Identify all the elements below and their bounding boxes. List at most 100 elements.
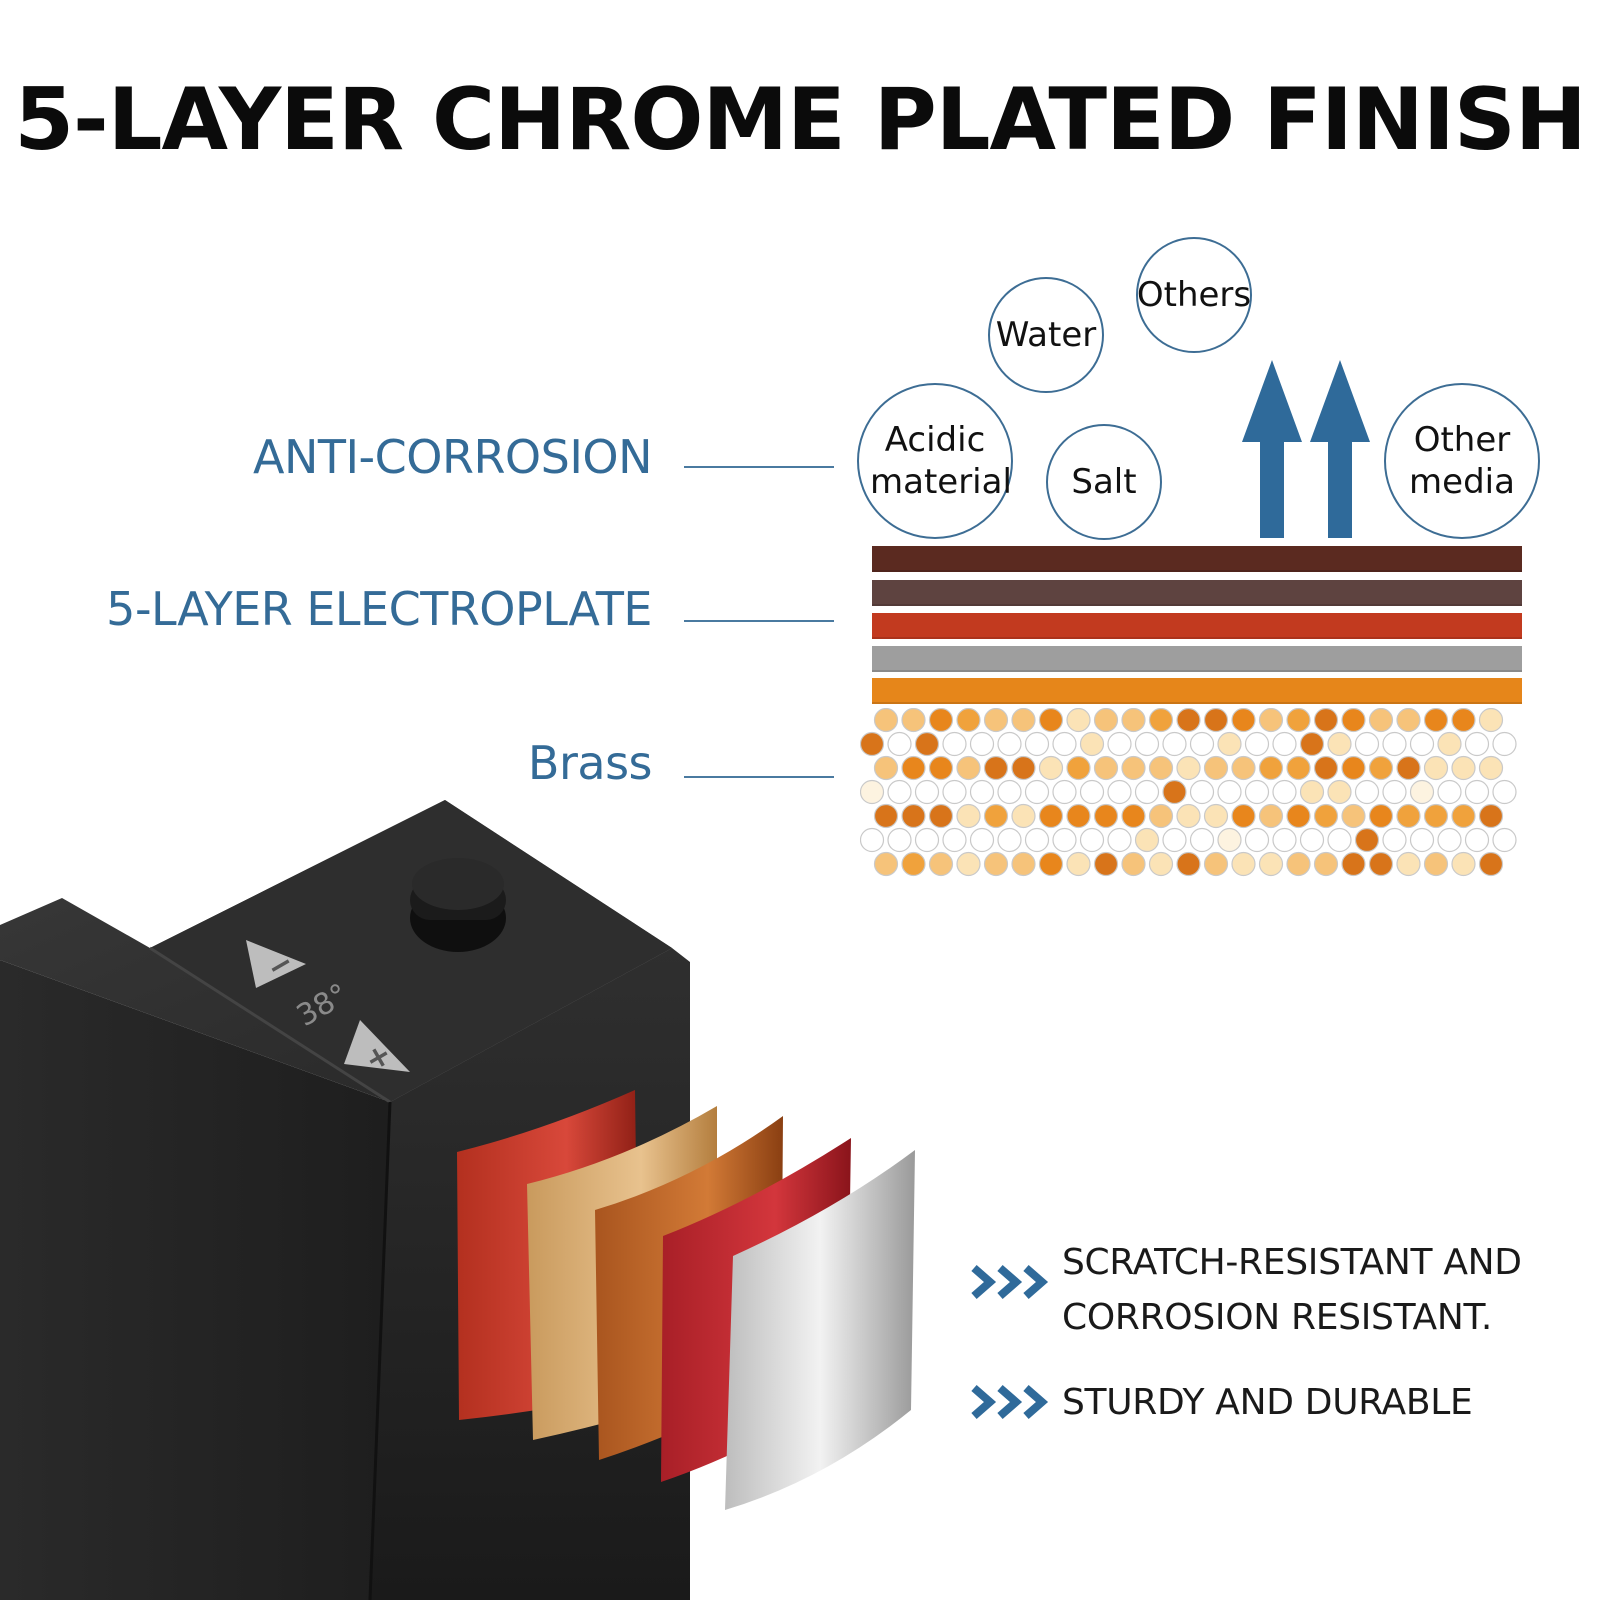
- brass-grain: [1203, 803, 1229, 829]
- brass-grain: [1038, 803, 1064, 829]
- brass-grain: [873, 708, 899, 733]
- brass-grain: [1313, 851, 1339, 877]
- brass-grain: [942, 731, 967, 757]
- brass-grain: [1272, 779, 1297, 805]
- brass-grain: [1423, 803, 1449, 829]
- brass-grain: [1313, 803, 1339, 829]
- brass-grain: [1134, 731, 1160, 757]
- brass-grain: [1341, 708, 1366, 733]
- brass-grain: [928, 755, 954, 781]
- brass-grain: [1176, 708, 1201, 733]
- brass-grain: [1066, 708, 1091, 733]
- brass-grain: [1079, 731, 1105, 757]
- electroplate-leader-line: [684, 620, 834, 622]
- brass-grain: [873, 755, 899, 781]
- brass-grain: [956, 755, 981, 781]
- up-arrow-icon: [1242, 360, 1370, 538]
- brass-grain: [873, 851, 899, 877]
- brass-grain: [1286, 803, 1311, 829]
- brass-grain: [1176, 851, 1201, 877]
- brass-grain: [1258, 708, 1284, 733]
- brass-grain: [1327, 731, 1352, 757]
- brass-grain: [1368, 708, 1394, 733]
- brass-grain: [997, 779, 1022, 805]
- brass-grain: [1189, 731, 1215, 757]
- brass-grain: [1409, 731, 1435, 757]
- brass-grain: [1107, 779, 1132, 805]
- brass-grain: [1162, 827, 1187, 853]
- brass-base-pattern: [860, 708, 1517, 877]
- brass-grain: [969, 731, 995, 757]
- brass-grain: [1341, 803, 1366, 829]
- brass-grain: [1148, 803, 1174, 829]
- brass-grain: [983, 708, 1009, 733]
- brass-grain: [1217, 731, 1242, 757]
- brass-grain: [1107, 731, 1132, 757]
- bubble-others: Others: [1136, 237, 1252, 353]
- brass-grain: [1382, 731, 1407, 757]
- brass-grain: [1162, 779, 1187, 805]
- brass-grain: [1038, 851, 1064, 877]
- brass-grain: [956, 803, 981, 829]
- brass-grain: [1354, 731, 1380, 757]
- benefit-scratch-corrosion: SCRATCH-RESISTANT AND CORROSION RESISTAN…: [1062, 1242, 1522, 1338]
- brass-grain: [873, 803, 899, 829]
- brass-grain: [1052, 779, 1077, 805]
- bubble-water: Water: [988, 277, 1104, 393]
- brass-grain: [1107, 827, 1132, 853]
- brass-grain: [1354, 827, 1380, 853]
- brass-grain: [969, 827, 995, 853]
- brass-grain: [1121, 755, 1146, 781]
- brass-grain: [1121, 851, 1146, 877]
- coating-sheet-silver: [725, 1150, 915, 1510]
- brass-grain: [1313, 755, 1339, 781]
- brass-grain: [1011, 708, 1036, 733]
- brass-grain: [887, 779, 912, 805]
- brass-grain: [1423, 708, 1449, 733]
- bubble-other-media-text: Other media: [1409, 419, 1515, 503]
- brass-grain: [1231, 755, 1256, 781]
- brass-grain: [1451, 803, 1476, 829]
- brass-grain: [1341, 851, 1366, 877]
- brass-leader-line: [684, 776, 834, 778]
- brass-grain: [1176, 755, 1201, 781]
- brass-grain: [1038, 755, 1064, 781]
- brass-grain: [1354, 779, 1380, 805]
- brass-grain: [1052, 827, 1077, 853]
- brass-grain: [1231, 708, 1256, 733]
- brass-grain: [1368, 755, 1394, 781]
- brass-grain: [969, 779, 995, 805]
- brass-grain: [860, 827, 885, 853]
- brass-grain: [1189, 779, 1215, 805]
- brass-grain: [942, 827, 967, 853]
- brass-grain: [1478, 708, 1504, 733]
- brass-grain: [1478, 755, 1504, 781]
- brass-grain: [997, 731, 1022, 757]
- plating-layer-4: [872, 646, 1522, 672]
- brass-grain: [1024, 779, 1050, 805]
- brass-grain: [1011, 803, 1036, 829]
- brass-grain: [1299, 827, 1325, 853]
- brass-grain: [1093, 708, 1119, 733]
- brass-grain: [956, 851, 981, 877]
- brass-grain: [1286, 851, 1311, 877]
- brass-grain: [1478, 851, 1504, 877]
- brass-grain: [983, 803, 1009, 829]
- bubble-salt: Salt: [1046, 424, 1162, 540]
- brass-grain: [1244, 827, 1270, 853]
- brass-grain: [928, 708, 954, 733]
- bubble-water-text: Water: [995, 314, 1097, 355]
- brass-grain: [1341, 755, 1366, 781]
- brass-grain: [1464, 827, 1490, 853]
- brass-grain: [901, 755, 926, 781]
- brass-grain: [942, 779, 967, 805]
- brass-grain: [1437, 827, 1462, 853]
- page-title: 5-LAYER CHROME PLATED FINISH: [14, 70, 1587, 170]
- brass-grain: [901, 708, 926, 733]
- chevron-right-triple-icon: [971, 1384, 1049, 1420]
- brass-grain: [1217, 779, 1242, 805]
- brass-grain: [860, 779, 885, 805]
- brass-grain: [1368, 851, 1394, 877]
- bubble-other-media: Other media: [1384, 383, 1540, 539]
